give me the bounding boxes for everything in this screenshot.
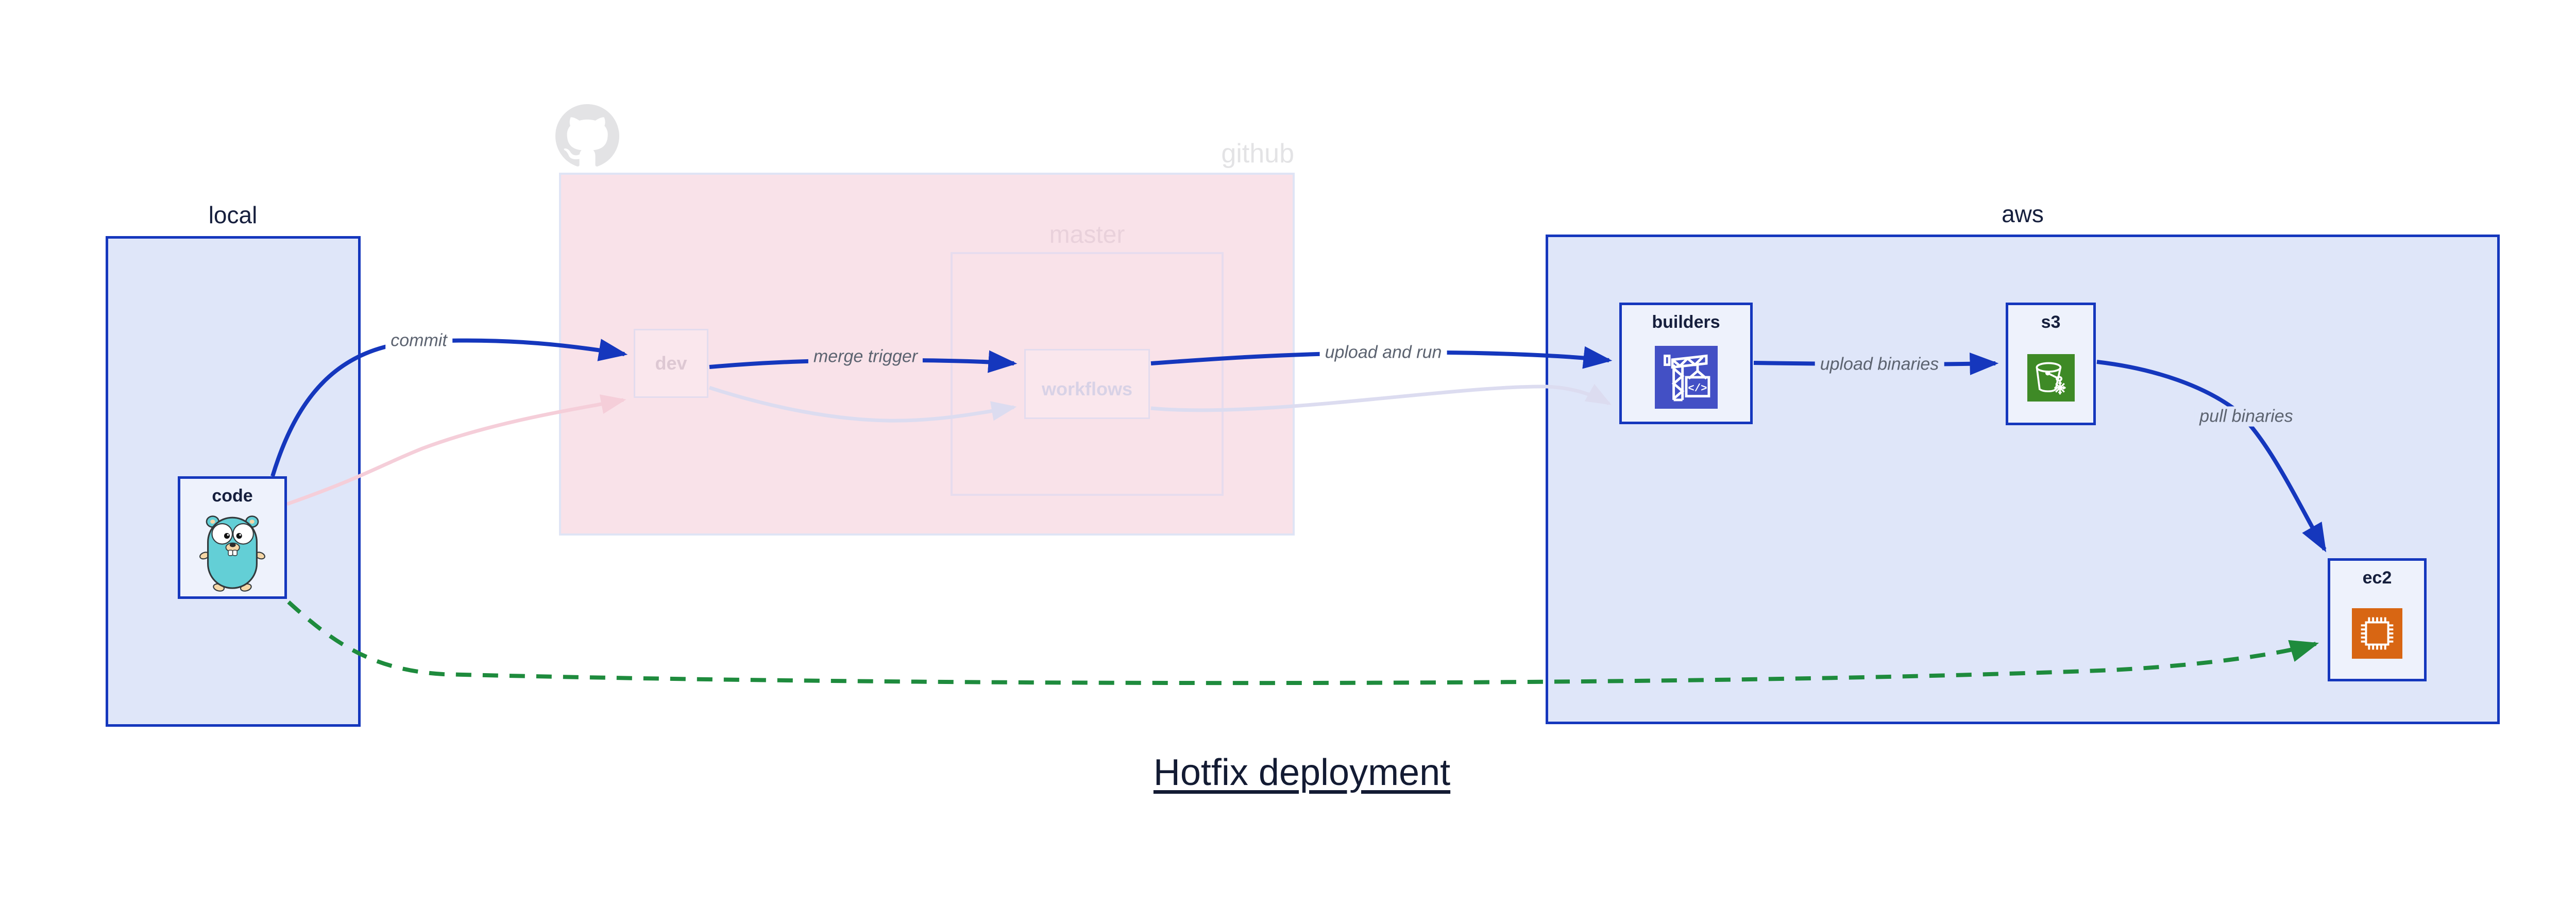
node-ec2[interactable]: ec2	[2328, 558, 2427, 681]
node-ec2-label: ec2	[2362, 568, 2392, 588]
node-builders-label: builders	[1652, 312, 1720, 332]
go-gopher-icon	[199, 515, 265, 592]
edge-label-upload-and-run: upload and run	[1319, 342, 1447, 363]
edge-label-pull-binaries: pull binaries	[2194, 406, 2298, 427]
github-logo-icon	[555, 104, 619, 166]
github-region-label: github	[1221, 139, 1294, 169]
node-s3[interactable]: s3	[2006, 303, 2096, 425]
node-dev[interactable]: dev	[634, 329, 708, 398]
aws-region-label: aws	[2002, 201, 2044, 227]
edge-pull-binaries	[2096, 360, 2327, 553]
node-code-label: code	[212, 486, 253, 506]
node-dev-label: dev	[655, 353, 687, 374]
edge-hotfix-dashed	[287, 600, 2319, 686]
edge-label-upload-binaries: upload binaries	[1815, 354, 1944, 375]
node-s3-label: s3	[2041, 312, 2061, 332]
aws-codebuild-icon: </>	[1654, 345, 1718, 409]
diagram-title: Hotfix deployment	[1153, 752, 1451, 793]
edge-label-merge-trigger: merge trigger	[808, 346, 923, 367]
edge-faded-code-dev	[286, 394, 626, 506]
edge-label-commit: commit	[385, 330, 452, 351]
aws-s3-bucket-icon	[2027, 354, 2075, 402]
node-workflows[interactable]: workflows	[1024, 349, 1150, 419]
master-region-label: master	[1049, 221, 1125, 248]
svg-text:</>: </>	[1688, 382, 1707, 394]
node-workflows-label: workflows	[1041, 378, 1133, 399]
node-builders[interactable]: builders </>	[1619, 303, 1753, 424]
edge-faded-workflows-builders	[1150, 383, 1612, 412]
node-code[interactable]: code	[178, 476, 287, 599]
local-region-label: local	[208, 202, 258, 228]
edge-faded-dev-workflows	[708, 386, 1017, 423]
aws-ec2-chip-icon	[2352, 608, 2402, 659]
